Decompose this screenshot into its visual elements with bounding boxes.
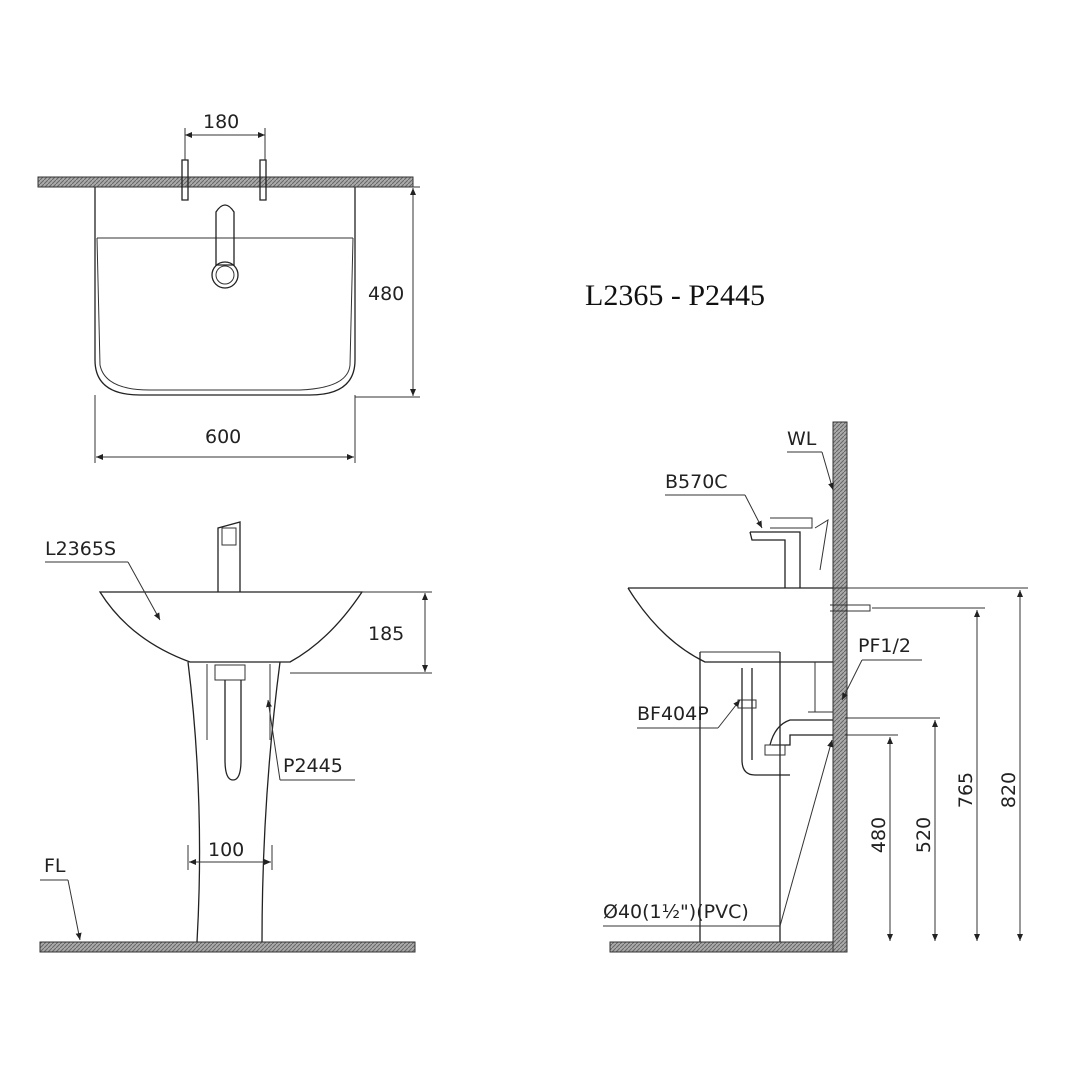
faucet-side-icon <box>749 531 801 588</box>
label-fl: FL <box>44 855 66 877</box>
dim-185: 185 <box>368 623 404 645</box>
faucet-top-icon <box>181 159 267 289</box>
label-p2445: P2445 <box>283 755 343 777</box>
label-wl: WL <box>787 428 817 450</box>
pedestal-side <box>699 652 781 942</box>
trap-bf404p <box>741 668 833 776</box>
dim-100: 100 <box>208 839 244 861</box>
dim-480: 480 <box>868 817 890 853</box>
label-pf1-2: PF1/2 <box>858 635 911 657</box>
drawing-title: L2365 - P2445 <box>585 279 765 312</box>
front-view: L2365S 185 P2445 100 FL <box>39 521 432 953</box>
label-l2365s: L2365S <box>45 538 116 560</box>
pedestal-front <box>187 661 281 943</box>
dim-820: 820 <box>998 772 1020 808</box>
faucet-front-icon <box>217 521 241 592</box>
basin-side <box>627 587 833 663</box>
label-b570c: B570C <box>665 471 728 493</box>
label-drain-pvc: Ø40(1½")(PVC) <box>603 901 749 923</box>
basin-outline-top <box>94 187 356 396</box>
floor-slab-side <box>609 941 834 953</box>
dim-480-depth: 480 <box>368 283 404 305</box>
basin-front <box>98 591 364 663</box>
dim-765: 765 <box>955 772 977 808</box>
dim-520: 520 <box>913 817 935 853</box>
side-view: 820 765 520 480 WL B570C PF1/2 BF404P Ø4… <box>603 421 1028 953</box>
label-bf404p: BF404P <box>637 703 709 725</box>
top-view: 180 480 600 <box>37 111 420 463</box>
dim-600-width: 600 <box>205 426 241 448</box>
wall-slab-top <box>37 176 414 188</box>
floor-slab-front <box>39 941 416 953</box>
wall-slab-side <box>832 421 848 953</box>
dim-180: 180 <box>203 111 239 133</box>
